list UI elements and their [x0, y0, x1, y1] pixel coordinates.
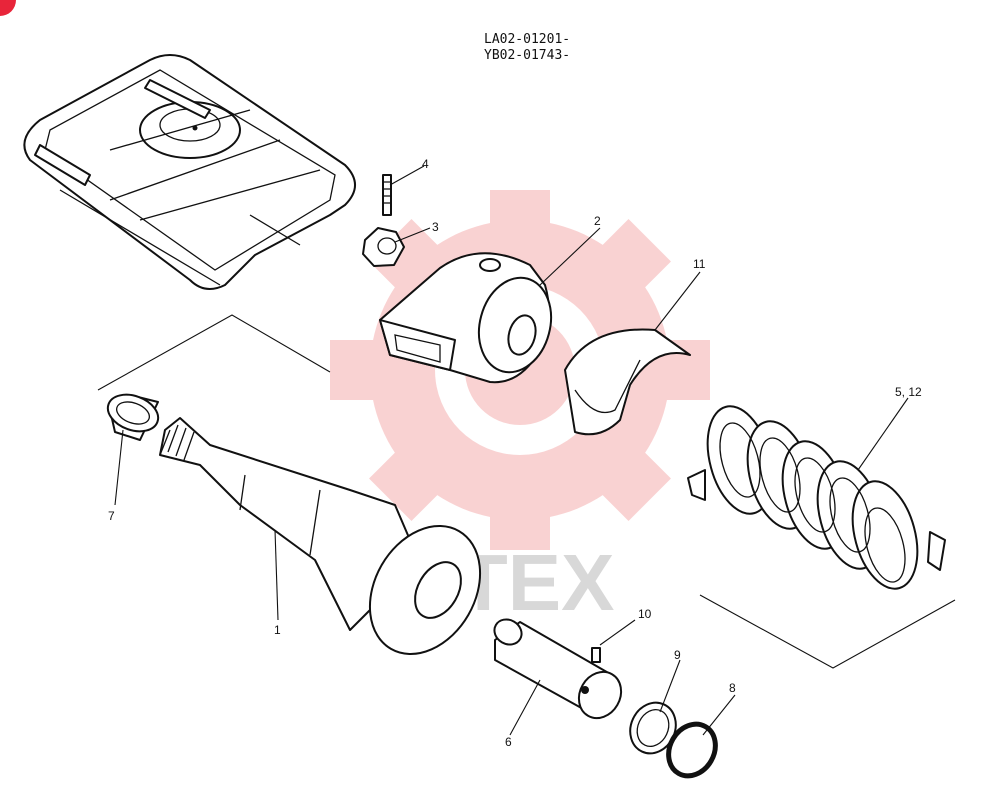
label-part-1: 1	[274, 623, 281, 637]
model-code-line-2: YB02-01743-	[484, 48, 570, 63]
part-8-o-ring	[666, 721, 718, 779]
label-part-5-12: 5, 12	[895, 385, 922, 399]
leader-11	[654, 271, 701, 331]
leader-6	[509, 679, 541, 736]
leader-7	[114, 429, 124, 506]
part-7-collar	[106, 393, 160, 441]
part-4-bolt	[382, 174, 392, 216]
part-5-12-spring	[687, 405, 946, 590]
label-part-7: 7	[108, 509, 115, 523]
part-10-small-pin	[591, 647, 601, 663]
leader-1	[274, 529, 279, 621]
part-2-bracket	[379, 252, 553, 384]
leader-9	[659, 659, 681, 713]
leader-4	[389, 165, 425, 186]
label-part-9: 9	[674, 648, 681, 662]
label-part-10: 10	[638, 607, 652, 621]
part-3-nut	[362, 227, 405, 267]
leader-2	[539, 227, 601, 286]
assembly-line-bottom	[699, 594, 956, 669]
label-part-8: 8	[729, 681, 736, 695]
part-1-rod	[159, 417, 482, 655]
leader-3	[394, 227, 431, 243]
leader-10	[599, 619, 636, 646]
part-11-shim	[564, 328, 691, 436]
part-9-ring	[629, 701, 677, 755]
leader-8	[702, 694, 736, 736]
track-frame-drawing	[23, 54, 356, 290]
leader-5-12	[857, 397, 909, 471]
part-6-pin	[493, 618, 623, 720]
model-code-line-1: LA02-01201-	[484, 32, 570, 47]
label-part-3: 3	[432, 220, 439, 234]
label-part-6: 6	[505, 735, 512, 749]
label-part-2: 2	[594, 214, 601, 228]
assembly-line-top	[97, 314, 331, 391]
label-part-4: 4	[422, 157, 429, 171]
corner-badge	[0, 0, 16, 16]
label-part-11: 11	[693, 257, 706, 271]
